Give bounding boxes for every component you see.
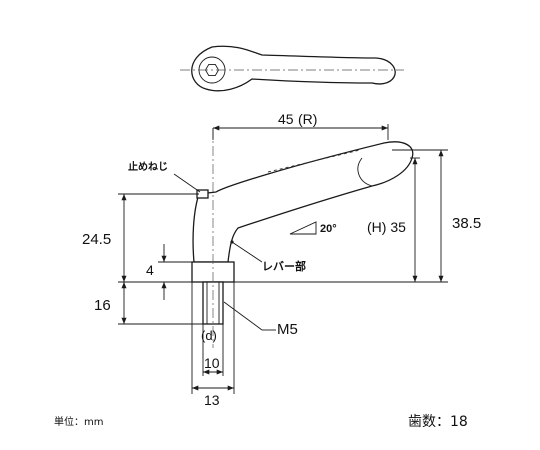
leader-thread	[223, 301, 263, 331]
dim-collar-width: 10	[204, 355, 220, 371]
leader-set-screw	[173, 173, 201, 193]
label-lever-part: レバー部	[262, 259, 306, 273]
dim-angle: 20°	[320, 223, 337, 235]
dim-body-width: 13	[204, 392, 220, 408]
dim-thread: M5	[277, 321, 298, 338]
top-view	[180, 45, 404, 92]
side-view	[191, 128, 414, 348]
leader-lever-part	[231, 241, 263, 263]
dimension-lines	[118, 124, 448, 394]
dim-lever-height: (H) 35	[367, 219, 406, 235]
lever-axis-dashed	[267, 149, 361, 173]
dim-thread-length: 16	[94, 297, 111, 314]
grip-groove	[357, 157, 373, 187]
teeth-label: 歯数：18	[408, 414, 468, 430]
angle-triangle-icon	[289, 221, 317, 235]
dim-collar: 4	[146, 262, 154, 278]
lever-arm-outline	[192, 141, 414, 263]
top-view-lever-outline	[191, 45, 396, 92]
dim-reach-suffix: (R)	[298, 111, 317, 127]
unit-label: 単位：mm	[54, 415, 103, 428]
dim-body-height: 24.5	[82, 231, 111, 248]
label-set-screw: 止めねじ	[128, 160, 168, 173]
dim-reach-value: 45	[278, 111, 294, 127]
dim-thread-ref: (d)	[201, 328, 217, 343]
dim-total-height: 38.5	[452, 215, 481, 232]
